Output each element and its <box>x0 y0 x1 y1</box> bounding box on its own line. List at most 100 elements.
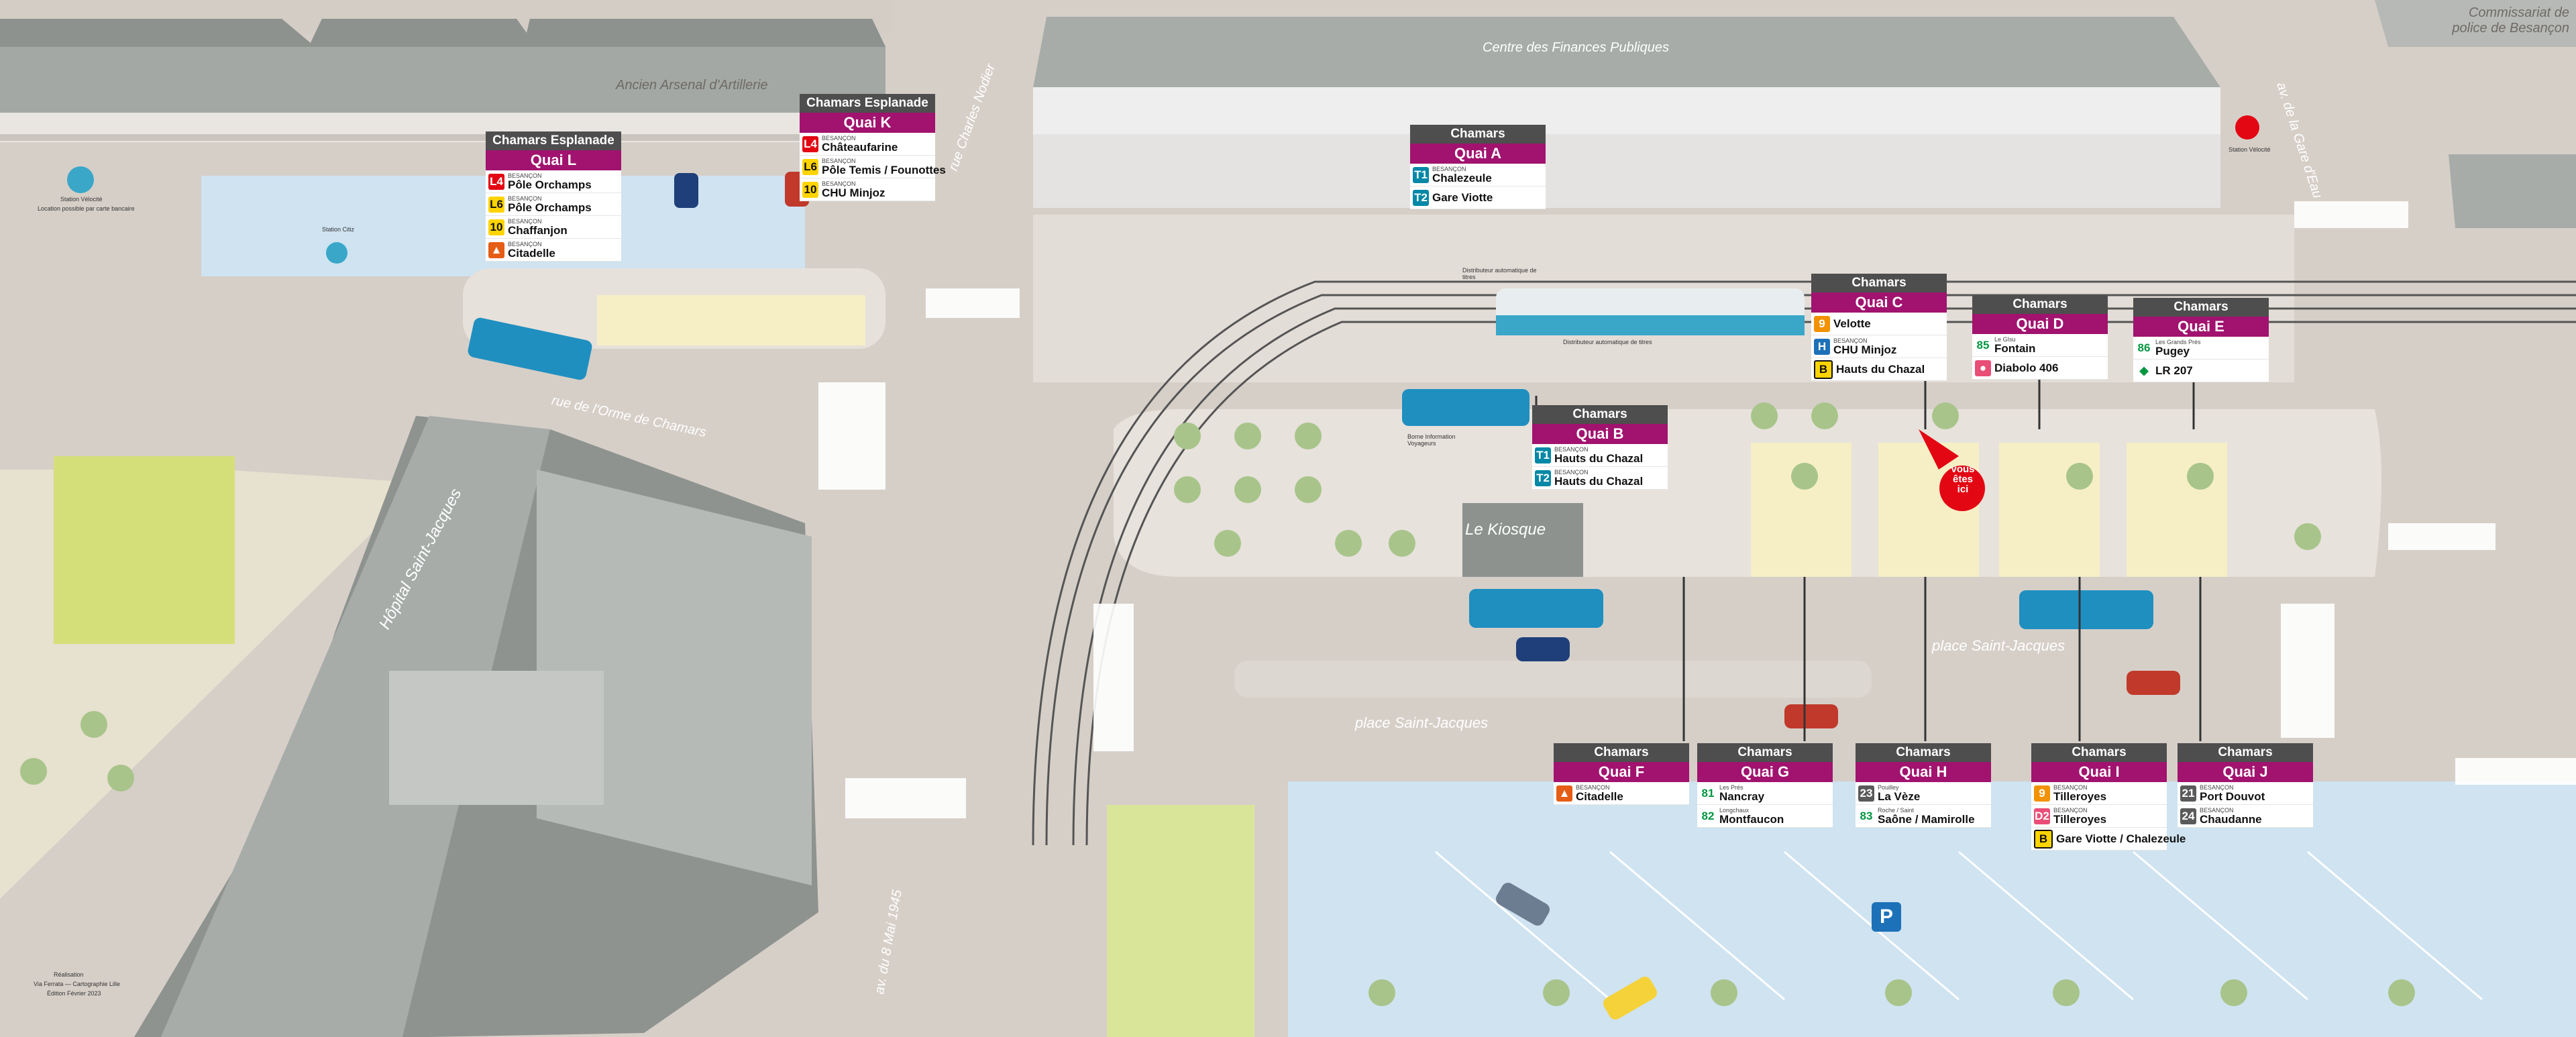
quai-stop-name: Chamars <box>2178 743 2313 762</box>
line-city: Les Grands Prés <box>2155 338 2201 345</box>
line-text: Velotte <box>1833 318 1871 329</box>
line-badge: D2 <box>2034 808 2050 824</box>
quai-name: Quai D <box>1972 314 2108 334</box>
quai-line-row: ●Diabolo 406 <box>1972 357 2108 380</box>
line-badge: 9 <box>2034 785 2050 802</box>
quai-line-row: ◆LR 207 <box>2133 360 2269 382</box>
cars <box>674 172 2180 1020</box>
line-text: Diabolo 406 <box>1994 362 2058 374</box>
quai-stop-name: Chamars Esplanade <box>486 131 621 150</box>
line-city: Les Prés <box>1719 783 1743 791</box>
label-place-saint-jacques-2: place Saint-Jacques <box>1355 714 1489 731</box>
line-city: BESANÇON <box>508 195 542 202</box>
quai-name: Quai L <box>486 150 621 170</box>
line-text: Gare Viotte / Chalezeule <box>2056 833 2186 844</box>
lower-parking <box>1107 781 2576 1037</box>
quai-stop-name: Chamars <box>1554 743 1689 762</box>
line-badge: T1 <box>1535 447 1551 463</box>
line-destination: Citadelle <box>508 246 555 260</box>
line-badge: L6 <box>802 158 818 175</box>
line-destination: Pôle Orchamps <box>508 178 592 191</box>
quai-name: Quai F <box>1554 762 1689 782</box>
label-station-velocite-2: Station Vélocité <box>2229 146 2271 153</box>
here-text-3: ici <box>1957 484 1969 495</box>
line-destination: Gare Viotte <box>1432 191 1493 204</box>
line-city: BESANÇON <box>1554 445 1589 453</box>
quai-name: Quai A <box>1410 144 1546 164</box>
le-kiosque-building <box>1462 503 1583 577</box>
line-badge: 85 <box>1975 337 1991 353</box>
velocite-station-icon <box>67 166 94 193</box>
quai-name: Quai J <box>2178 762 2313 782</box>
tram-tracks <box>1032 280 2576 846</box>
here-text-2: êtes <box>1952 474 1974 485</box>
line-destination: Saône / Mamirolle <box>1878 812 1975 826</box>
line-destination: Montfaucon <box>1719 812 1784 826</box>
line-text: Hauts du Chazal <box>1836 364 1925 375</box>
line-city: BESANÇON <box>2053 806 2088 814</box>
right-building <box>2449 154 2576 228</box>
line-badge: 10 <box>802 181 818 198</box>
label-place-saint-jacques-1: place Saint-Jacques <box>1932 637 2065 654</box>
quai-name: Quai E <box>2133 317 2269 337</box>
hopital-saint-jacques <box>0 416 818 1037</box>
you-are-here-label: vous êtes ici <box>1943 464 1983 494</box>
line-destination: Velotte <box>1833 317 1871 330</box>
line-badge: 81 <box>1700 785 1716 802</box>
line-badge: L4 <box>802 135 818 152</box>
label-le-kiosque: Le Kiosque <box>1465 521 1546 539</box>
line-text: LR 207 <box>2155 365 2193 376</box>
quai-stop-name: Chamars <box>1811 274 1947 292</box>
line-destination: Nancray <box>1719 789 1765 803</box>
citadelle-icon: ▲ <box>488 241 504 258</box>
line-city: BESANÇON <box>508 217 542 225</box>
parking-sign-icon <box>1872 902 1901 932</box>
line-destination: Châteaufarine <box>822 140 898 154</box>
label-location-velo: Location possible par carte bancaire <box>38 205 135 212</box>
line-badge: 23 <box>1858 785 1874 802</box>
tram-vehicle <box>1496 288 1805 335</box>
line-city: Longchaux <box>1719 806 1750 814</box>
line-destination: CHU Minjoz <box>1833 343 1897 356</box>
line-city: BESANÇON <box>822 180 856 187</box>
line-destination: Pôle Orchamps <box>508 201 592 214</box>
you-are-here-marker <box>1919 429 1985 511</box>
quai-connectors <box>1535 376 2202 741</box>
line-city: BESANÇON <box>508 240 542 248</box>
label-commissariat: Commissariat de police de Besançon <box>2452 5 2569 36</box>
esplanade-platform <box>597 295 865 345</box>
quai-stop-name: Chamars <box>1532 405 1668 424</box>
line-badge: L4 <box>488 173 504 190</box>
